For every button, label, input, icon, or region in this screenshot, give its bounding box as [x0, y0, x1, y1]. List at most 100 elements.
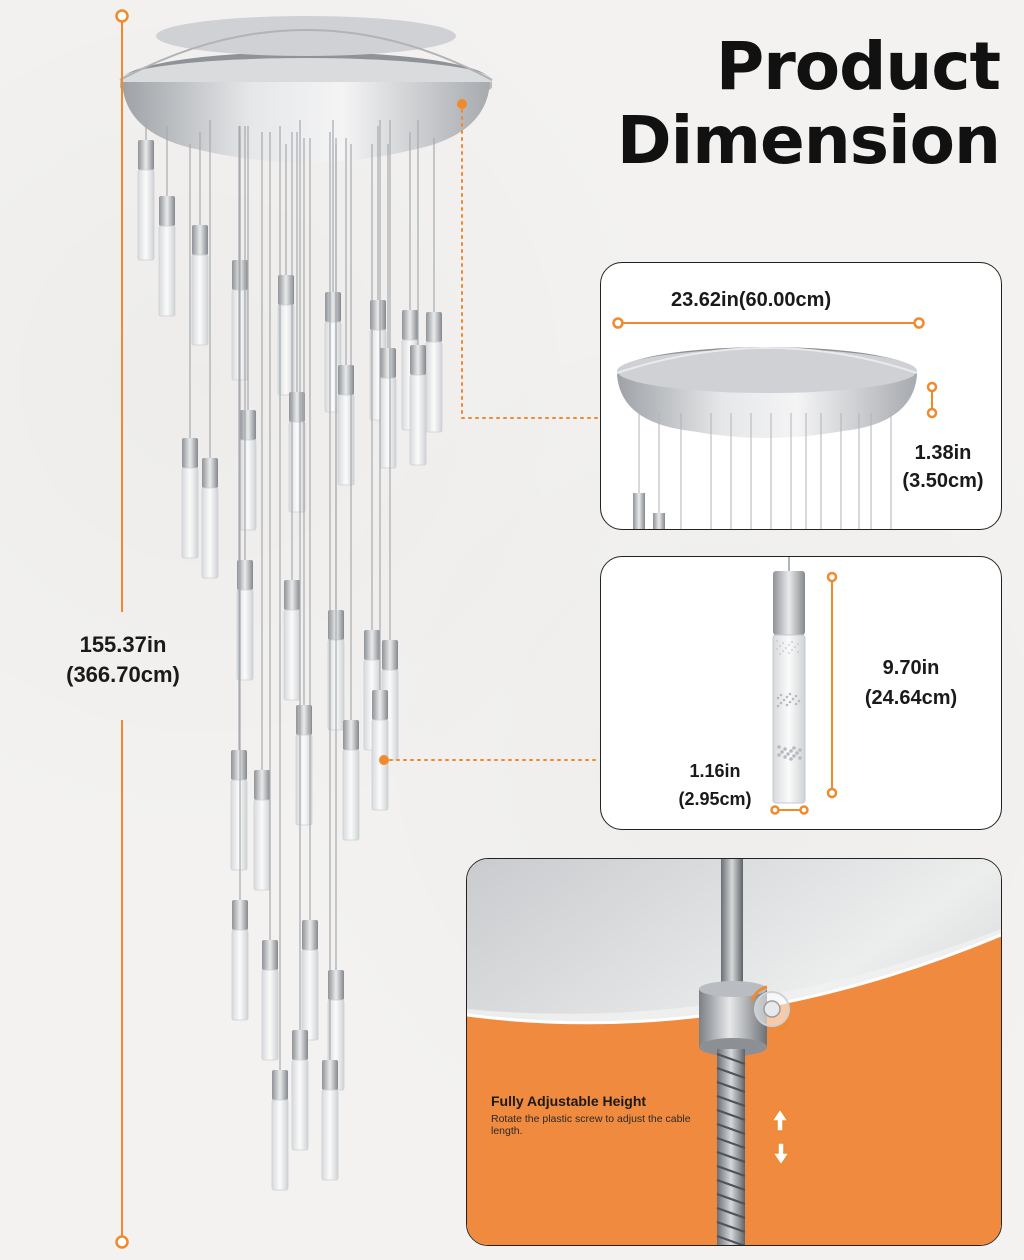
bubble — [792, 746, 796, 750]
canopy-leader-line — [457, 99, 599, 419]
crystal-tube — [321, 1089, 339, 1181]
crystal-tube — [409, 374, 427, 466]
canopy-thickness-dimension-line — [926, 381, 938, 419]
cable-fitting — [699, 981, 767, 1056]
crystal-bubbles — [776, 640, 802, 761]
tube-leader-line — [379, 755, 599, 765]
crystal-tube — [181, 467, 199, 559]
bubble — [779, 693, 783, 697]
crystal-tube — [291, 1059, 309, 1151]
pendant-cap — [364, 630, 380, 660]
pendant-cap — [278, 275, 294, 305]
canopy — [119, 16, 493, 163]
canopy-detail — [616, 347, 918, 438]
bubble — [779, 653, 781, 655]
crystal-tube — [342, 749, 360, 841]
pendant-cap — [426, 312, 442, 342]
pendant-cap — [402, 310, 418, 340]
crystal-tube — [772, 634, 806, 804]
pendant-cap — [322, 1060, 338, 1090]
pendant-cap — [284, 580, 300, 610]
bubble — [782, 650, 784, 652]
canopy-thickness-inches: 1.38in — [914, 442, 972, 464]
bubble — [797, 699, 801, 703]
crystal-tube — [288, 421, 306, 513]
crystal-tube — [301, 949, 319, 1041]
bubble — [791, 649, 793, 651]
pendant-cap — [302, 920, 318, 950]
total-height-label: 155.37in (366.70cm) — [38, 630, 208, 690]
bubble — [794, 694, 798, 698]
bubble — [789, 749, 793, 753]
pendant-cap — [192, 225, 208, 255]
title-line-2: Dimension — [616, 102, 1001, 179]
crystal-tube — [253, 799, 271, 891]
crystal-tube — [191, 254, 209, 346]
bubble — [777, 745, 781, 749]
adjustable-height-illustration — [467, 859, 1001, 1245]
canopy-width-dimension-line — [612, 317, 925, 329]
crystal-tube — [271, 1099, 289, 1191]
canopy-dimension-card: 23.62in(60.00cm) 1.38in (3.50cm) — [600, 262, 1002, 530]
bubble — [794, 702, 798, 706]
feature-description: Rotate the plastic screw to adjust the c… — [491, 1113, 691, 1137]
pendant-cap — [182, 438, 198, 468]
pendant-cap — [343, 720, 359, 750]
pendant-cap — [653, 513, 665, 529]
canopy-thickness-label: 1.38in (3.50cm) — [893, 439, 993, 495]
pendant-cap — [380, 348, 396, 378]
canopy-width-label: 23.62in(60.00cm) — [671, 289, 832, 311]
bubble — [791, 697, 795, 701]
total-height-inches: 155.37in — [79, 632, 167, 657]
twisted-cable — [716, 1049, 746, 1245]
title-line-1: Product — [715, 28, 1001, 105]
bubble — [779, 645, 781, 647]
bubble — [776, 696, 780, 700]
crystal-tube — [261, 969, 279, 1061]
bubble — [783, 755, 787, 759]
page-title: Product Dimension — [520, 28, 1001, 179]
pendant-cap — [382, 640, 398, 670]
crystal-tube — [230, 779, 248, 871]
pendant-cap — [231, 750, 247, 780]
tube-dimension-card: 9.70in (24.64cm) 1.16in (2.95cm) — [600, 556, 1002, 830]
pendant-cap — [633, 493, 645, 529]
pendant-cap — [338, 365, 354, 395]
total-height-dimension-line — [115, 9, 129, 1249]
pendant-cap — [232, 900, 248, 930]
bubble — [776, 704, 780, 708]
total-height-cm: (366.70cm) — [66, 662, 180, 687]
crystal-tube — [371, 719, 389, 811]
pendant-group — [137, 120, 443, 1191]
bubble — [798, 756, 802, 760]
tube-height-dimension-line — [826, 571, 838, 799]
tube-diameter-dimension-line — [770, 805, 809, 815]
tube-diameter-inches: 1.16in — [689, 761, 741, 781]
bubble — [785, 703, 789, 707]
bubble — [785, 695, 789, 699]
bubble — [788, 700, 792, 704]
pendant-cap — [202, 458, 218, 488]
bubble — [780, 750, 784, 754]
tube-diameter-cm: (2.95cm) — [678, 789, 752, 809]
tube-diameter-label: 1.16in (2.95cm) — [665, 757, 765, 813]
tube-height-inches: 9.70in — [882, 657, 940, 679]
up-down-arrows-icon — [770, 1107, 791, 1167]
pendant-cap — [325, 292, 341, 322]
bubble — [797, 651, 799, 653]
pendant-cap — [159, 196, 175, 226]
bubble — [783, 747, 787, 751]
crystal-tube — [231, 929, 249, 1021]
crystal-tube — [236, 589, 254, 681]
bubble — [782, 698, 786, 702]
bubble — [776, 640, 778, 642]
pendant-cap — [410, 345, 426, 375]
bubble — [788, 692, 792, 696]
bubble — [779, 701, 783, 705]
crystal-tube — [277, 304, 295, 396]
bubble — [776, 648, 778, 650]
bubble — [794, 646, 796, 648]
bubble — [795, 751, 799, 755]
